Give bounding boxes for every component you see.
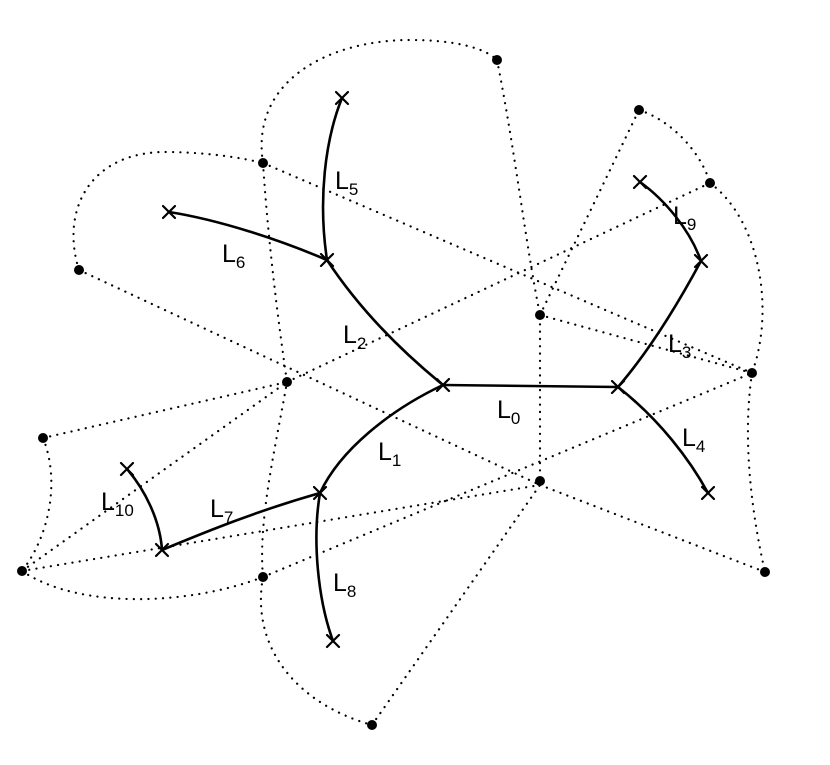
- label-l0: L0: [497, 396, 520, 428]
- dotted-line: [261, 161, 754, 375]
- label-l4: L4: [682, 424, 705, 456]
- dotted-line: [538, 483, 767, 574]
- dotted-arc: [259, 575, 374, 727]
- dotted-straight-lines: [20, 108, 767, 727]
- dotted-line: [370, 483, 542, 727]
- dotted-arc: [20, 569, 265, 601]
- label-l8: L8: [333, 569, 356, 601]
- cross-marker: [319, 252, 335, 268]
- dot-marker: [760, 567, 770, 577]
- segment-l0: [441, 383, 620, 389]
- dot-marker: [367, 720, 377, 730]
- dot-marker: [492, 55, 502, 65]
- label-l5: L5: [335, 167, 358, 199]
- dot-marker: [705, 178, 715, 188]
- segment-l5: [321, 96, 344, 262]
- dot-markers: [17, 55, 770, 730]
- cross-marker: [161, 204, 177, 220]
- segment-l6: [167, 210, 329, 262]
- dot-marker: [747, 368, 757, 378]
- dotted-line: [261, 371, 754, 579]
- dotted-arc: [260, 38, 499, 165]
- segment-l9: [638, 180, 703, 263]
- dotted-line: [538, 108, 641, 317]
- dotted-arc: [746, 371, 767, 574]
- label-l1: L1: [378, 438, 401, 470]
- label-l6: L6: [222, 240, 245, 272]
- segment-l4: [616, 385, 710, 495]
- cross-marker: [693, 253, 709, 269]
- dot-marker: [282, 377, 292, 387]
- dot-marker: [258, 572, 268, 582]
- dotted-line: [20, 483, 542, 573]
- solid-segments: [125, 96, 710, 643]
- segment-l8: [315, 491, 335, 643]
- segment-l3: [616, 259, 703, 389]
- dotted-arc: [637, 108, 712, 185]
- dotted-curved-lines: [20, 38, 767, 727]
- cross-marker: [610, 379, 626, 395]
- dot-marker: [634, 105, 644, 115]
- dot-marker: [38, 433, 48, 443]
- dotted-line: [77, 268, 542, 487]
- label-l3: L3: [668, 330, 691, 362]
- cross-marker: [700, 485, 716, 501]
- dotted-arc: [261, 161, 289, 579]
- dot-marker: [74, 265, 84, 275]
- cross-marker: [334, 90, 350, 106]
- segment-l7: [160, 491, 322, 552]
- dotted-line: [41, 380, 289, 440]
- dotted-arc: [708, 181, 764, 375]
- cross-marker: [154, 542, 170, 558]
- dotted-arc: [495, 58, 542, 317]
- dotted-line: [285, 181, 712, 384]
- cross-marker: [325, 633, 341, 649]
- dot-marker: [258, 158, 268, 168]
- dot-marker: [17, 566, 27, 576]
- cross-marker: [312, 485, 328, 501]
- label-l9: L9: [673, 202, 696, 234]
- label-l10: L10: [101, 488, 134, 520]
- label-l7: L7: [210, 495, 233, 527]
- label-l2: L2: [343, 321, 366, 353]
- dot-marker: [535, 310, 545, 320]
- cross-marker: [435, 377, 451, 393]
- dotted-line: [538, 313, 754, 375]
- cross-markers: [119, 90, 716, 649]
- segment-labels: L0 L1 L2 L3 L4 L5 L6 L7 L8 L9 L10: [101, 167, 705, 601]
- cross-marker: [632, 174, 648, 190]
- dot-marker: [535, 476, 545, 486]
- cross-marker: [119, 461, 135, 477]
- dotted-arc: [20, 436, 53, 573]
- segment-l1: [318, 383, 445, 495]
- dotted-line: [20, 380, 289, 573]
- segment-l2: [325, 258, 445, 387]
